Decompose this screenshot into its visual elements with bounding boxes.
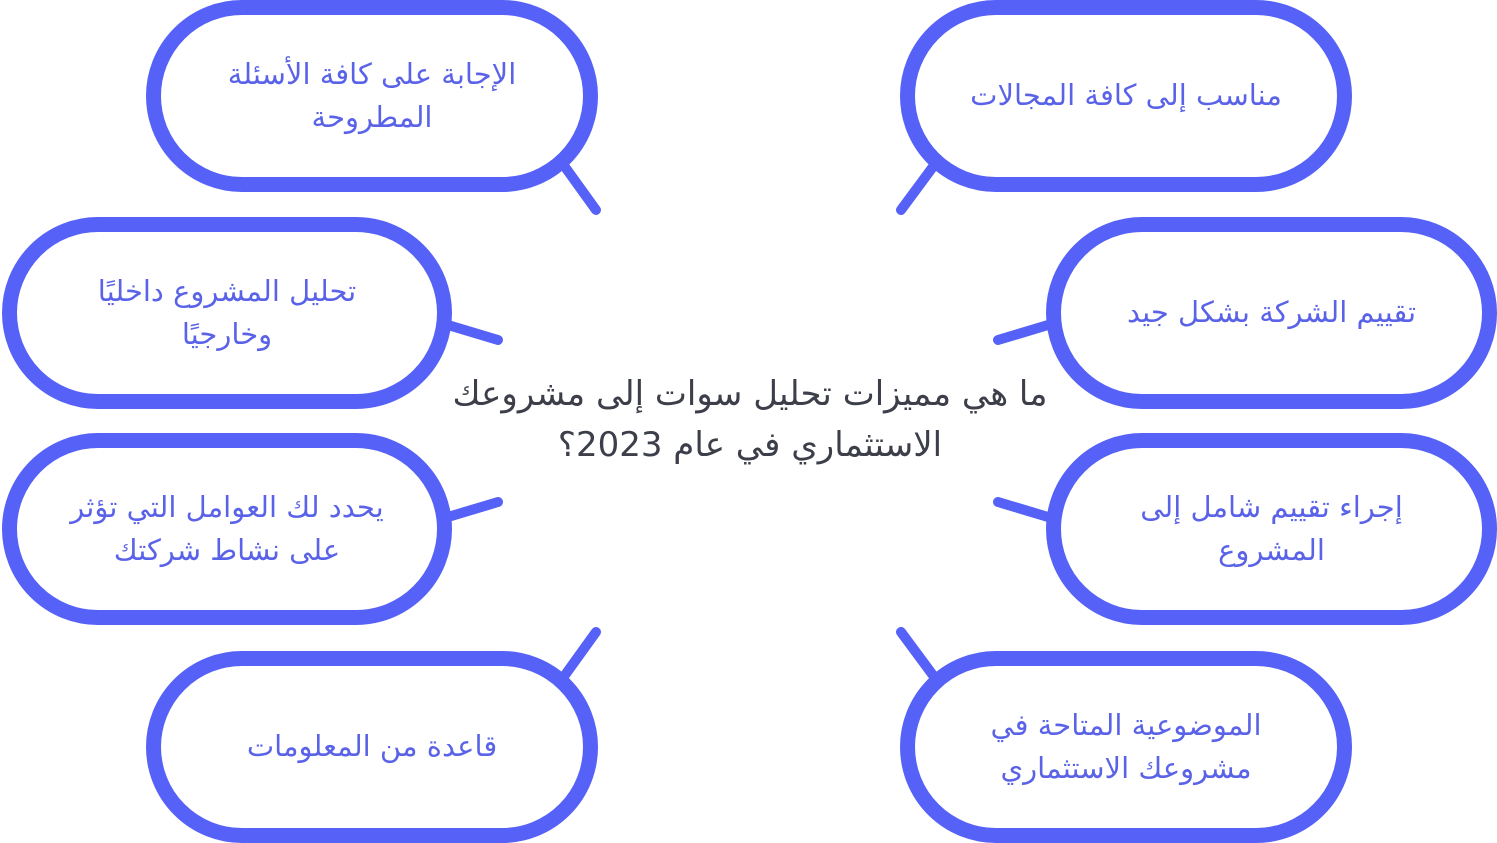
connector-left-4 bbox=[555, 627, 601, 687]
node-label: الموضوعية المتاحة في مشروعك الاستثماري bbox=[990, 707, 1262, 786]
node-internal-external-analysis: تحليل المشروع داخليًا وخارجيًا bbox=[2, 217, 452, 409]
node-label: إجراء تقييم شامل إلى المشروع bbox=[1140, 489, 1403, 568]
node-available-objectivity: الموضوعية المتاحة في مشروعك الاستثماري bbox=[900, 651, 1352, 843]
connector-right-4 bbox=[896, 627, 943, 687]
node-label: مناسب إلى كافة المجالات bbox=[970, 78, 1282, 113]
node-label: تقييم الشركة بشكل جيد bbox=[1126, 295, 1417, 330]
node-influencing-factors: يحدد لك العوامل التي تؤثر على نشاط شركتك bbox=[2, 433, 452, 625]
node-label: الإجابة على كافة الأسئلة المطروحة bbox=[227, 56, 517, 135]
center-question: ما هي مميزات تحليل سوات إلى مشروعك الاست… bbox=[452, 374, 1048, 465]
node-information-base: قاعدة من المعلومات bbox=[146, 651, 598, 843]
node-answer-all-questions: الإجابة على كافة الأسئلة المطروحة bbox=[146, 0, 598, 192]
node-company-evaluation: تقييم الشركة بشكل جيد bbox=[1046, 217, 1497, 409]
node-label: قاعدة من المعلومات bbox=[246, 729, 498, 764]
node-label: يحدد لك العوامل التي تؤثر على نشاط شركتك bbox=[70, 489, 384, 568]
connector-left-1 bbox=[555, 155, 601, 215]
connector-right-1 bbox=[896, 155, 943, 215]
node-label: تحليل المشروع داخليًا وخارجيًا bbox=[97, 273, 357, 352]
node-comprehensive-evaluation: إجراء تقييم شامل إلى المشروع bbox=[1046, 433, 1497, 625]
node-suitable-all-fields: مناسب إلى كافة المجالات bbox=[900, 0, 1352, 192]
